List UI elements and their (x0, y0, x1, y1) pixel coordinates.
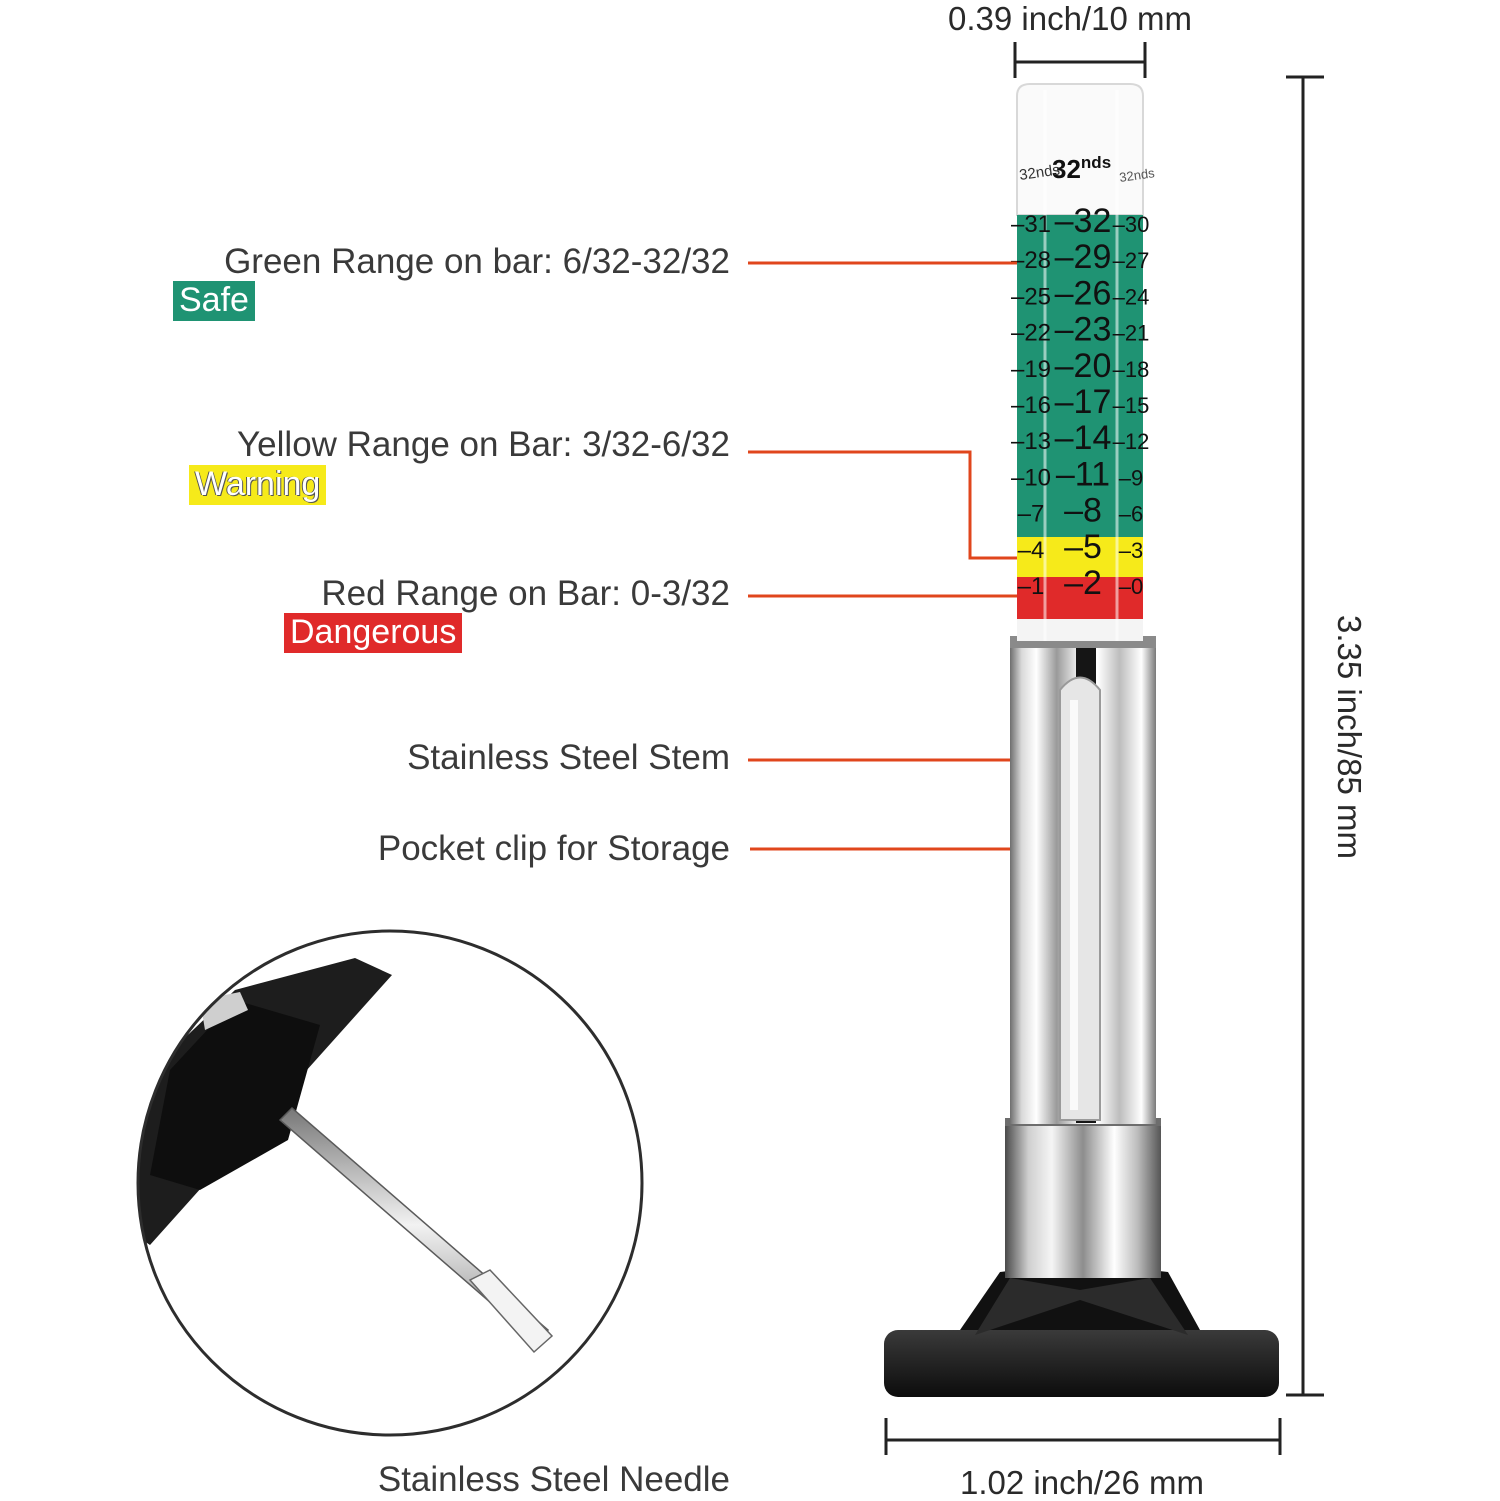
height-dimension-label: 3.35 inch/85 mm (1331, 615, 1368, 859)
unit-label-center: 32nds (1052, 153, 1111, 184)
gauge-base (884, 1267, 1279, 1397)
left-scale-number: –13 (1011, 428, 1051, 455)
red-range-label: Red Range on Bar: 0-3/32 (321, 574, 730, 613)
unit-label-left: 32nds (1018, 161, 1061, 184)
leader-yellow (748, 450, 1017, 560)
gauge-scale-bar: 32nds 32nds 32nds –32–29–26–23–20–17–14–… (1011, 83, 1156, 641)
center-scale-number: –8 (1064, 492, 1102, 530)
right-scale-number: –30 (1113, 212, 1150, 237)
base-dimension-label: 1.02 inch/26 mm (960, 1464, 1204, 1501)
gauge-lower-sleeve (1005, 1118, 1161, 1278)
center-scale-number: –2 (1064, 564, 1102, 602)
left-scale-number: –7 (1018, 501, 1045, 528)
gauge-stem (1010, 636, 1156, 1124)
center-scale-number: –5 (1064, 528, 1102, 566)
needle-label: Stainless Steel Needle (377, 1460, 730, 1499)
dangerous-badge: Dangerous (284, 613, 463, 653)
center-scale-number: –17 (1055, 383, 1112, 421)
left-scale-number: –10 (1011, 464, 1051, 491)
left-scale-number: –31 (1011, 211, 1051, 238)
center-scale-number: –23 (1055, 311, 1112, 349)
right-scale: –30 –27 –24 –21 –18 –15 –12 –9 –6 –3 –0 (1113, 212, 1150, 599)
left-scale-number: –28 (1011, 247, 1051, 274)
left-scale-number: –16 (1011, 392, 1051, 419)
center-scale-number: –26 (1055, 274, 1112, 312)
yellow-range-label: Yellow Range on Bar: 3/32-6/32 (237, 425, 730, 464)
warning-badge: Warning (189, 465, 327, 505)
clip-label: Pocket clip for Storage (377, 829, 730, 868)
width-dimension-label: 0.39 inch/10 mm (948, 0, 1192, 37)
center-scale-number: –14 (1055, 419, 1112, 457)
safe-badge: Safe (173, 281, 255, 321)
right-scale-number: –24 (1113, 284, 1150, 309)
left-scale-number: –19 (1011, 356, 1051, 383)
left-scale-number: –22 (1011, 320, 1051, 347)
leader-lines (748, 261, 1017, 851)
center-scale: –32–29–26–23–20–17–14–11–8–5–2 (1055, 202, 1112, 602)
right-scale-number: –6 (1119, 502, 1143, 527)
left-scale-number: –25 (1011, 283, 1051, 310)
right-scale-number: –12 (1113, 429, 1150, 454)
center-scale-number: –20 (1055, 347, 1112, 385)
right-scale-number: –3 (1119, 538, 1143, 563)
green-range-label: Green Range on bar: 6/32-32/32 (224, 242, 730, 281)
base-dimension-line (884, 1418, 1282, 1455)
right-scale-number: –27 (1113, 248, 1150, 273)
needle-detail-circle (136, 929, 644, 1437)
unit-label-right: 32nds (1118, 165, 1156, 185)
center-scale-number: –11 (1056, 455, 1110, 493)
right-scale-number: –15 (1113, 393, 1150, 418)
left-scale-number: –4 (1018, 537, 1045, 564)
right-scale-number: –18 (1113, 357, 1150, 382)
stem-label: Stainless Steel Stem (407, 738, 730, 777)
right-scale-number: –9 (1119, 465, 1143, 490)
right-scale-number: –21 (1113, 321, 1150, 346)
right-scale-number: –0 (1119, 574, 1143, 599)
center-scale-number: –29 (1055, 238, 1112, 276)
left-scale: –31 –28 –25 –22 –19 –16 –13 –10 –7 –4 –1 (1011, 211, 1051, 600)
pocket-clip (1059, 676, 1101, 1121)
left-scale-number: –1 (1018, 573, 1045, 600)
width-dimension-line (1013, 42, 1147, 78)
center-scale-number: –32 (1055, 202, 1112, 240)
height-dimension-line (1286, 75, 1324, 1397)
